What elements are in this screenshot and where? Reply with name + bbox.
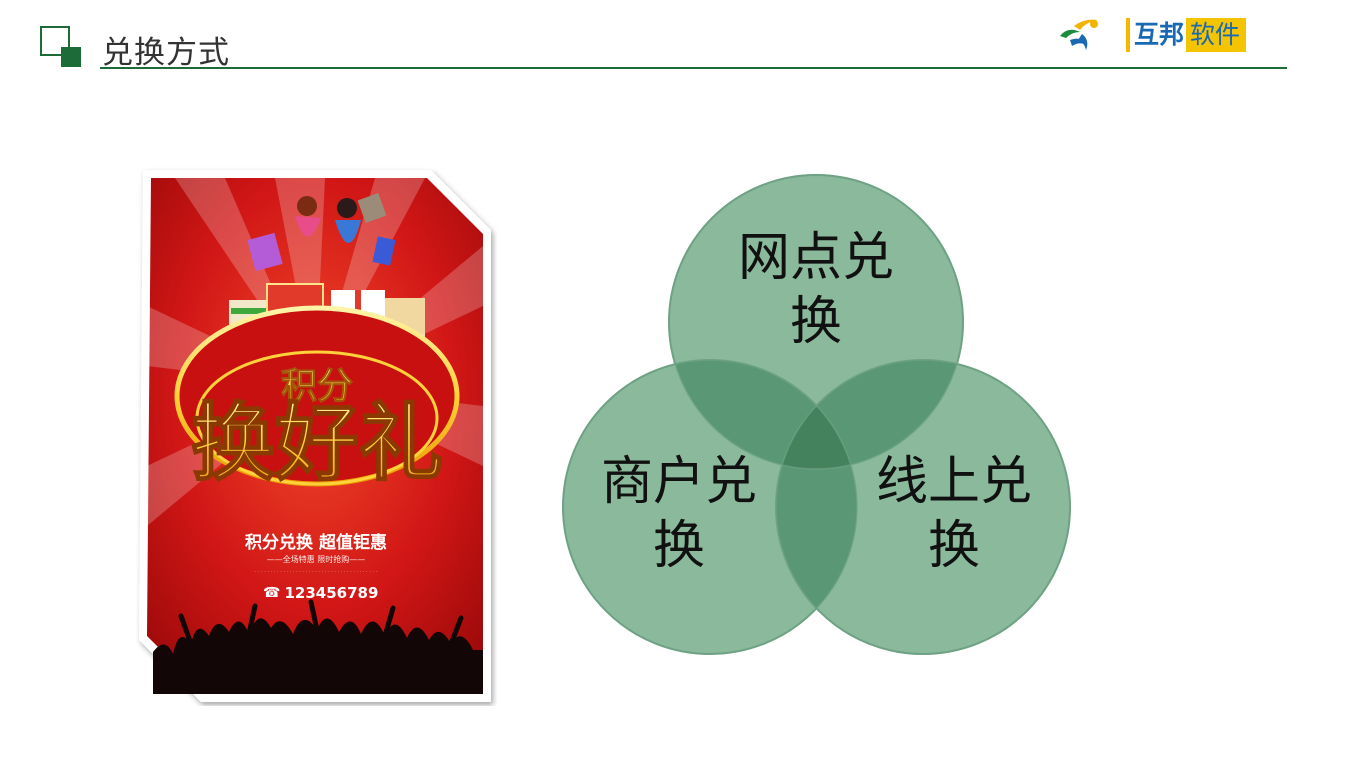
logo-bar bbox=[1126, 18, 1130, 52]
logo-brand-b: 软件 bbox=[1186, 18, 1247, 52]
venn-label-online: 线上兑 换 bbox=[844, 450, 1064, 578]
venn-label-merchant-line1: 商户兑 bbox=[600, 452, 757, 512]
section-icon bbox=[40, 26, 81, 67]
poster-fineprint: · · · · · · · · · · · · · · · · · · · · … bbox=[254, 569, 378, 575]
logo-brand-a: 互邦 bbox=[1134, 20, 1185, 49]
company-logo: 互邦 软件 bbox=[1126, 18, 1247, 52]
poster-phone: 123456789 bbox=[284, 584, 379, 602]
venn-label-outlet: 网点兑 换 bbox=[706, 226, 926, 354]
company-logo-icon bbox=[1060, 19, 1098, 50]
poster-graphic: 积分 换好礼 bbox=[139, 170, 491, 702]
header-divider bbox=[100, 67, 1287, 69]
venn-label-online-line1: 线上兑 bbox=[875, 452, 1032, 512]
phone-icon: ☎ bbox=[263, 585, 281, 601]
section-icon-fill bbox=[61, 47, 81, 67]
venn-label-merchant: 商户兑 换 bbox=[569, 450, 789, 578]
poster-tagline: ——全场特惠 限时抢购—— bbox=[266, 555, 366, 564]
poster-phone-block: ☎ 123456789 bbox=[263, 584, 378, 602]
points-exchange-poster: 积分 换好礼 积分兑换 超值钜惠 ——全场特惠 限时抢购—— · · · · ·… bbox=[135, 166, 497, 706]
poster-slogan: 积分兑换 超值钜惠 bbox=[245, 533, 387, 553]
venn-label-merchant-line2: 换 bbox=[652, 516, 705, 576]
poster-headline: 换好礼 bbox=[191, 394, 443, 492]
page-title: 兑换方式 bbox=[102, 35, 230, 71]
poster-subtitle: 积分 bbox=[281, 366, 353, 407]
venn-label-outlet-line1: 网点兑 bbox=[737, 228, 894, 288]
section-icon-outline bbox=[40, 26, 70, 56]
venn-label-online-line2: 换 bbox=[927, 516, 980, 576]
venn-label-outlet-line2: 换 bbox=[789, 292, 842, 352]
